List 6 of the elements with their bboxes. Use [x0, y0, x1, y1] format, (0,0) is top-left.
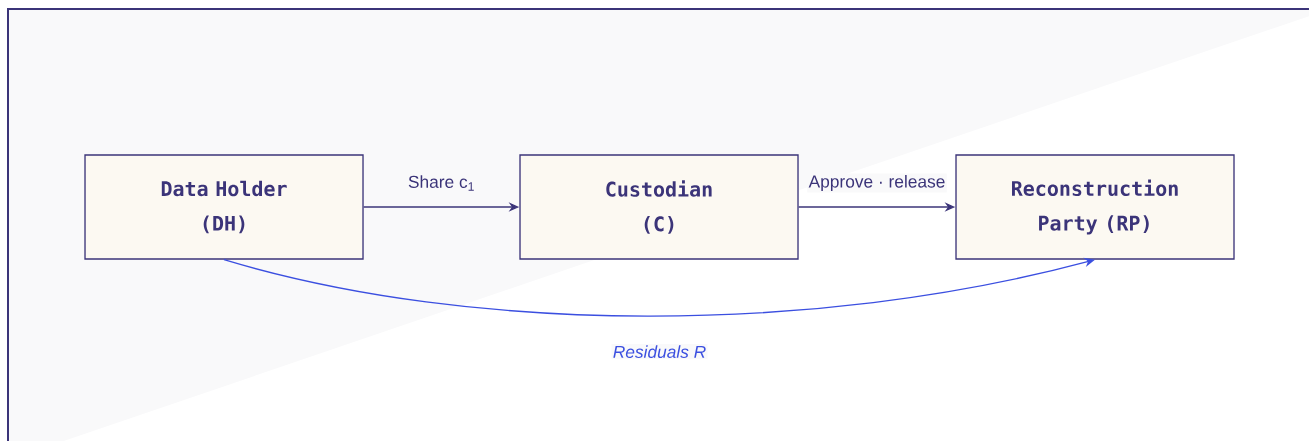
arrow [223, 257, 1095, 317]
edge-label: Approve · release [807, 173, 947, 193]
edge-label: Residuals R [611, 343, 708, 360]
process-box: Custodian (C) [519, 154, 799, 260]
process-box: Data Holder (DH) [84, 154, 364, 260]
process-box: Reconstruction Party (RP) [955, 154, 1235, 260]
